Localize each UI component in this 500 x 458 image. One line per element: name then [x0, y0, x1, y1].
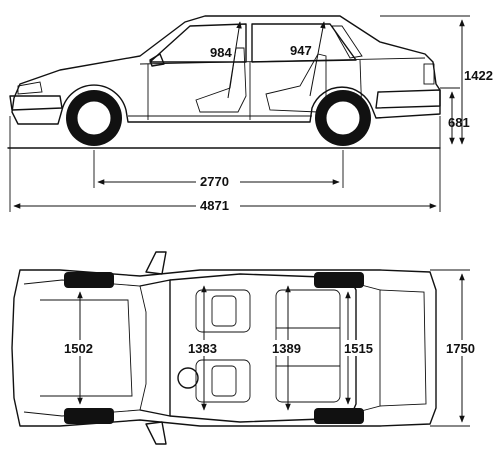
- front-left-wheel: [64, 272, 114, 288]
- rear-wheel: [315, 90, 371, 146]
- wheelbase-label: 2770: [200, 174, 229, 189]
- sill-label: 681: [448, 115, 470, 130]
- front-bumper: [9, 95, 63, 111]
- rear-seat: [265, 53, 327, 113]
- rear-track-label: 1515: [344, 341, 373, 356]
- tail-light: [423, 63, 435, 85]
- rear-bumper: [375, 89, 441, 109]
- front-right-wheel: [64, 408, 114, 424]
- front-seats-top: [195, 289, 251, 403]
- front-headroom-label: 984: [210, 45, 232, 60]
- width-label: 1750: [446, 341, 475, 356]
- trunk: [379, 289, 427, 407]
- rear-left-wheel: [314, 272, 364, 288]
- front-headroom-arrow: [227, 21, 242, 99]
- windshield: [139, 279, 171, 417]
- front-shoulder-label: 1383: [188, 341, 217, 356]
- front-window: [149, 23, 247, 63]
- length-label: 4871: [200, 198, 229, 213]
- front-wheel: [66, 90, 122, 146]
- rear-headroom-arrow: [309, 21, 326, 97]
- rear-window: [251, 23, 357, 63]
- side-body-outline: [11, 15, 441, 125]
- rear-window-top: [349, 281, 381, 415]
- rear-right-wheel: [314, 408, 364, 424]
- rear-headroom-label: 947: [290, 43, 312, 58]
- right-mirror: [145, 421, 167, 445]
- headlight: [17, 81, 43, 95]
- front-track-label: 1502: [64, 341, 93, 356]
- top-view: 1502 1383 1389 1515 1750: [11, 251, 480, 445]
- top-body-outline: [11, 269, 437, 427]
- left-mirror: [145, 251, 167, 275]
- quarter-window: [331, 25, 363, 59]
- height-label: 1422: [464, 68, 493, 83]
- side-mirror: [149, 53, 165, 67]
- rear-shoulder-label: 1389: [272, 341, 301, 356]
- hood-inner: [40, 299, 133, 397]
- side-view: 984 947 1422 681 2770 4871: [7, 15, 493, 213]
- steering-wheel: [177, 367, 199, 389]
